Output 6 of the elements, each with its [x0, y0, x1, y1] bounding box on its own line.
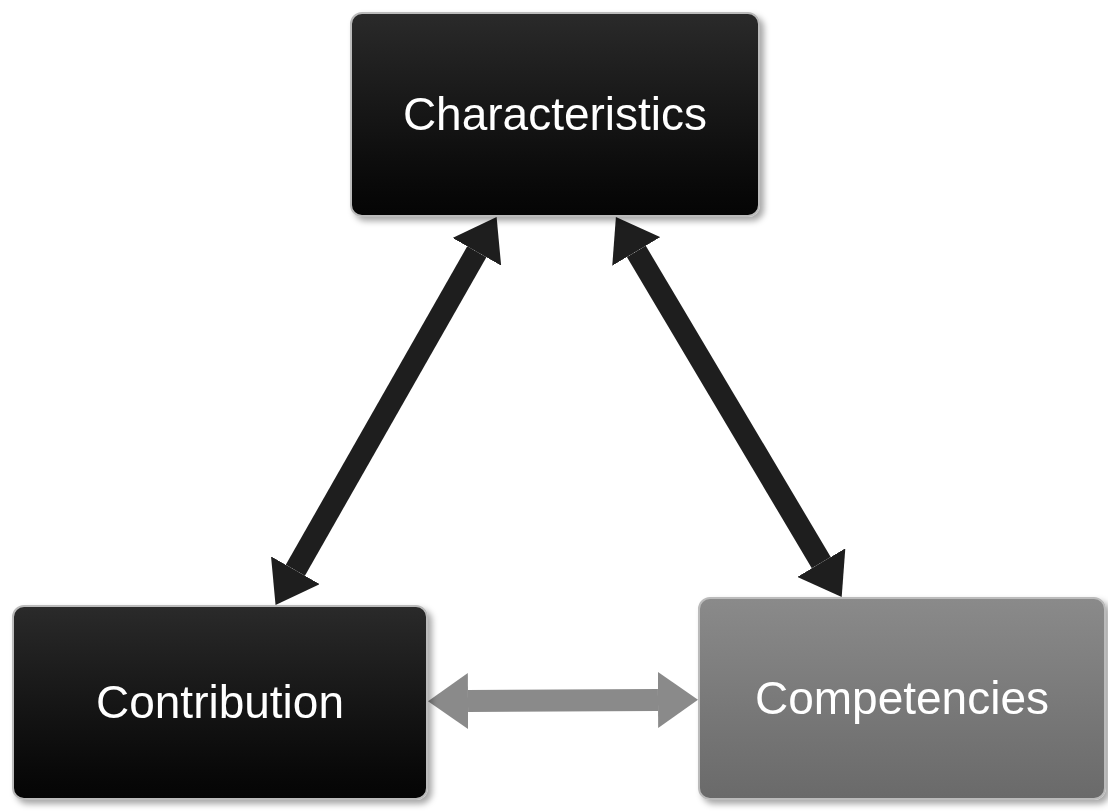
process-box	[12, 605, 428, 800]
box-label: Contribution	[95, 674, 344, 730]
process-box	[698, 597, 1106, 800]
box-label: Characteristics	[402, 86, 708, 142]
box-label: Competencies	[754, 670, 1049, 726]
process-box	[350, 12, 760, 217]
